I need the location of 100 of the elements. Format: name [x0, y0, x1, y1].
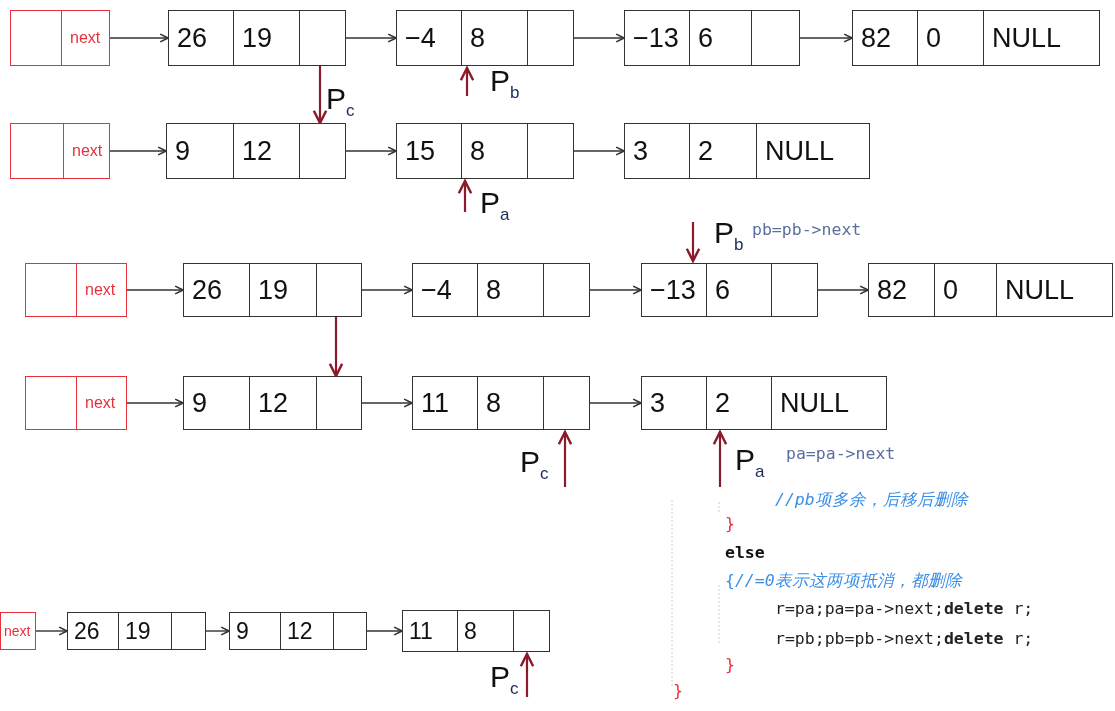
pointer-arrow — [519, 652, 535, 697]
list-node — [67, 612, 206, 650]
node-value: 9 — [236, 617, 249, 645]
arrow — [345, 33, 397, 43]
node-value: 2 — [698, 135, 714, 167]
list-node — [168, 10, 346, 66]
pointer-arrow — [457, 179, 473, 212]
list-node — [641, 263, 818, 317]
list-node — [412, 376, 590, 430]
node-value: 12 — [258, 387, 289, 419]
node-value: 6 — [698, 22, 714, 54]
node-value: NULL — [992, 22, 1062, 54]
head-node — [10, 10, 110, 66]
code-line: r=pa;pa=pa->next;delete r; — [775, 599, 1034, 618]
pointer-label: P$_{c}$ — [520, 445, 549, 484]
node-value: 11 — [421, 387, 450, 419]
pointer-arrow — [459, 66, 475, 96]
pointer-label: P$_{c}$ — [490, 660, 519, 699]
node-value: 9 — [175, 135, 191, 167]
arrow — [35, 626, 68, 636]
code-line: else — [725, 543, 765, 562]
node-value: 8 — [470, 135, 486, 167]
node-value: 15 — [405, 135, 436, 167]
node-value: −4 — [421, 274, 452, 306]
arrow — [366, 626, 403, 636]
list-node — [396, 123, 574, 179]
pointer-arrow — [328, 317, 344, 378]
arrow — [109, 146, 167, 156]
pointer-label: P$_{c}$ — [326, 82, 355, 121]
node-value: 11 — [409, 617, 433, 645]
arrow — [589, 285, 642, 295]
arrow — [126, 398, 184, 408]
node-value: 6 — [715, 274, 731, 306]
node-value: 26 — [192, 274, 223, 306]
node-value: NULL — [765, 135, 835, 167]
code-note: pb=pb->next — [752, 220, 862, 239]
pointer-field-label: next — [70, 29, 101, 47]
node-value: NULL — [780, 387, 850, 419]
list-node — [868, 263, 1113, 317]
node-value: 19 — [125, 617, 151, 645]
node-value: 8 — [470, 22, 486, 54]
list-node — [641, 376, 887, 430]
list-node — [166, 123, 346, 179]
pointer-arrow — [712, 430, 728, 487]
pointer-field-label: next — [85, 281, 116, 299]
node-value: 8 — [464, 617, 477, 645]
node-value: −13 — [650, 274, 696, 306]
arrow — [817, 285, 869, 295]
code-line: } — [725, 655, 735, 674]
pointer-arrow — [557, 430, 573, 487]
arrow — [345, 146, 397, 156]
list-node — [229, 612, 367, 650]
list-node — [624, 123, 870, 179]
node-value: 19 — [242, 22, 273, 54]
list-node — [402, 610, 550, 652]
node-value: 3 — [650, 387, 666, 419]
head-node — [0, 612, 36, 650]
pointer-label: P$_{a}$ — [735, 443, 765, 482]
list-node — [624, 10, 800, 66]
pointer-field-label: next — [4, 623, 31, 639]
arrow — [361, 285, 413, 295]
pointer-label: P$_{b}$ — [490, 64, 520, 103]
arrow — [573, 146, 625, 156]
pointer-field-label: next — [85, 394, 116, 412]
node-value: NULL — [1005, 274, 1075, 306]
code-line: //pb项多余，后移后删除 — [775, 489, 968, 511]
node-value: 2 — [715, 387, 731, 419]
node-value: 8 — [486, 387, 502, 419]
node-value: 82 — [861, 22, 892, 54]
arrow — [109, 33, 169, 43]
head-node — [10, 123, 110, 179]
node-value: 12 — [242, 135, 273, 167]
node-value: 0 — [943, 274, 959, 306]
arrow — [589, 398, 642, 408]
pointer-label: P$_{a}$ — [480, 186, 510, 225]
node-value: 8 — [486, 274, 502, 306]
pointer-label: P$_{b}$ — [714, 216, 744, 255]
node-value: 19 — [258, 274, 289, 306]
node-value: 12 — [287, 617, 313, 645]
list-node — [396, 10, 574, 66]
list-node — [852, 10, 1100, 66]
node-value: 82 — [877, 274, 908, 306]
arrow — [126, 285, 184, 295]
pointer-arrow — [312, 66, 328, 125]
arrow — [205, 626, 230, 636]
node-value: 0 — [926, 22, 942, 54]
code-line: } — [673, 681, 683, 700]
list-node — [183, 376, 362, 430]
node-value: −4 — [405, 22, 436, 54]
node-value: 3 — [633, 135, 649, 167]
pointer-arrow — [685, 222, 701, 263]
node-value: 26 — [74, 617, 100, 645]
node-value: −13 — [633, 22, 679, 54]
code-note: pa=pa->next — [786, 444, 896, 463]
arrow — [573, 33, 625, 43]
arrow — [799, 33, 853, 43]
node-value: 26 — [177, 22, 208, 54]
head-node — [25, 376, 127, 430]
code-line: } — [725, 514, 735, 533]
pointer-field-label: next — [72, 142, 103, 160]
